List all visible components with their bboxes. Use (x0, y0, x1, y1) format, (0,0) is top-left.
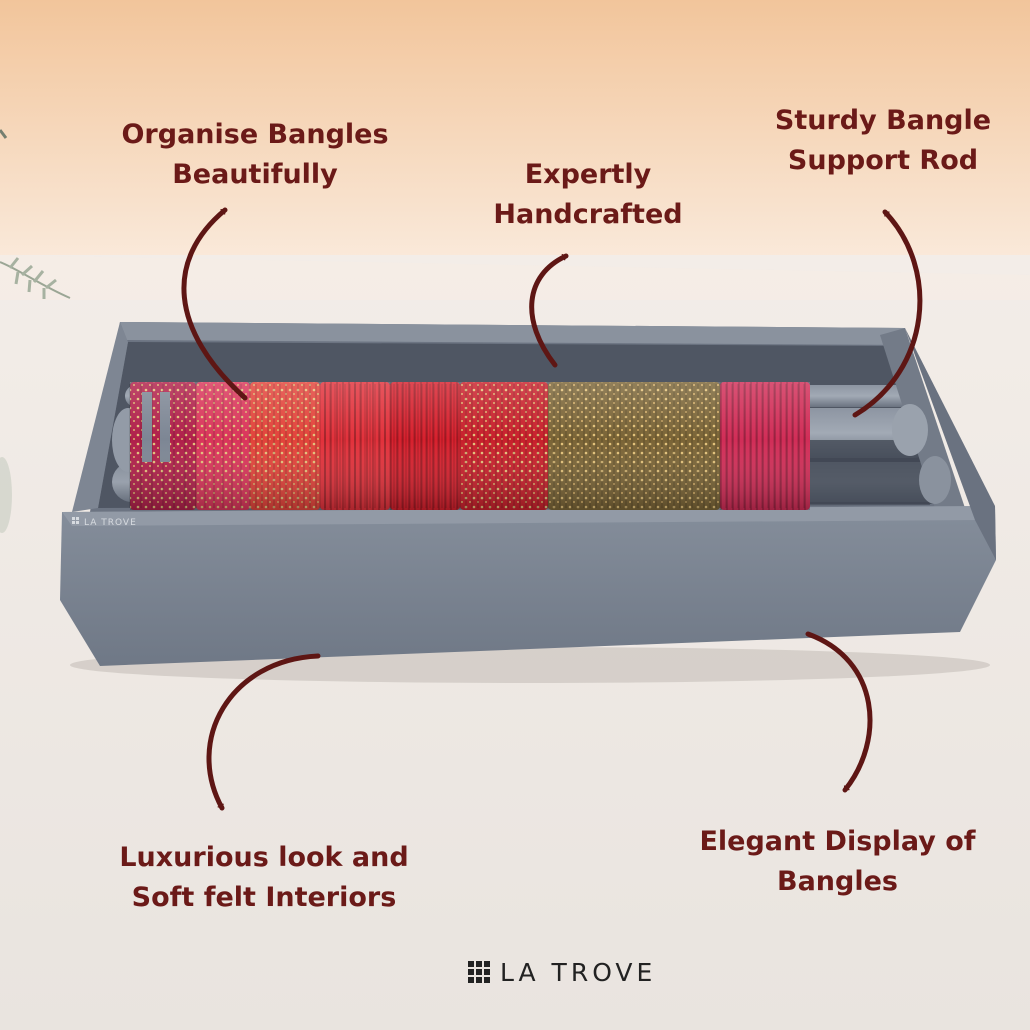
grid-logo-icon (468, 961, 490, 983)
wall-background (0, 0, 1030, 300)
box-stamp-text: LA TROVE (84, 518, 137, 528)
brand-name: LA TROVE (500, 957, 657, 987)
feature-organise: Organise Bangles Beautifully (121, 119, 389, 190)
feature-support-rod: Sturdy Bangle Support Rod (774, 105, 992, 176)
arrow-organise (181, 207, 248, 401)
box-stamp-logo (72, 517, 79, 524)
bangle-stack (129, 382, 810, 510)
brand-logo: LA TROVE (468, 952, 656, 992)
annotation-arrows (181, 207, 923, 811)
arrow-luxurious (206, 653, 321, 811)
feature-luxurious: Luxurious look and Soft felt Interiors (119, 842, 409, 913)
arrow-rod (852, 209, 923, 418)
arrow-elegant (805, 631, 873, 793)
plant-sprig (0, 129, 71, 533)
feature-elegant-display: Elegant Display of Bangles (699, 826, 976, 897)
feature-handcrafted: Expertly Handcrafted (493, 159, 683, 230)
arrow-handcrafted (529, 253, 569, 368)
